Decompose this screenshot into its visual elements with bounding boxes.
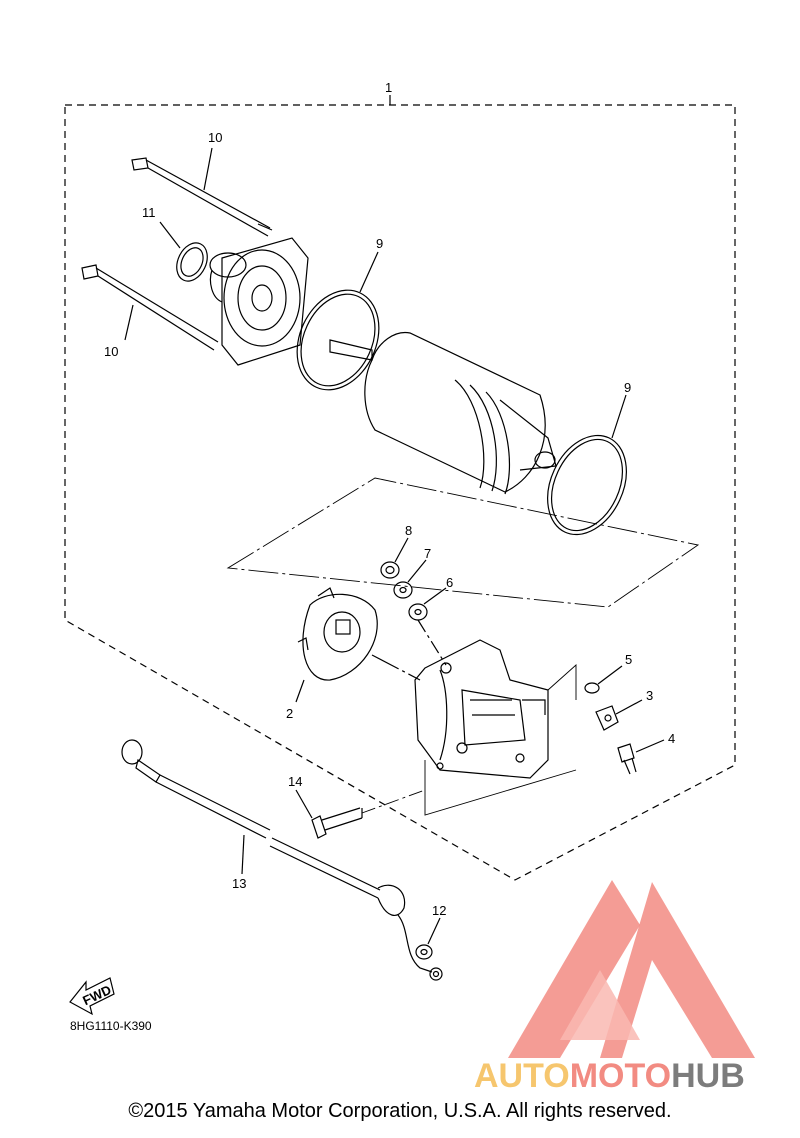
callout-5: 5 [625,652,632,667]
bolt-4 [617,743,637,775]
washer-5 [584,682,600,694]
callout-9-lower: 9 [624,380,631,395]
callout-10-lower: 10 [104,344,118,359]
callout-7: 7 [424,546,431,561]
diagram-code: 8HG1110-K390 [70,1019,152,1033]
callout-13: 13 [232,876,246,891]
callout-labels: 1 2 3 4 5 6 7 8 9 9 10 10 11 12 13 14 [104,80,675,918]
bolt-upper [131,157,273,237]
callout-1: 1 [385,80,392,95]
nut-8 [380,561,400,579]
watermark-part-auto: AUTO [474,1057,570,1095]
callout-10-upper: 10 [208,130,222,145]
brush-plate [297,587,421,681]
washer-7 [393,581,413,599]
callout-6: 6 [446,575,453,590]
watermark-logo-icon [508,880,755,1058]
callout-12: 12 [432,903,446,918]
front-cover [209,237,309,366]
callout-9-upper: 9 [376,236,383,251]
bolt-14 [311,789,426,839]
callout-4: 4 [668,731,675,746]
callout-11: 11 [142,205,156,220]
fwd-arrow-icon [69,977,115,1016]
assembly-boundary [64,104,736,881]
callout-8: 8 [405,523,412,538]
copyright-notice: ©2015 Yamaha Motor Corporation, U.S.A. A… [128,1100,672,1122]
bolt-lower [81,264,219,351]
o-ring-lower [547,434,627,536]
watermark-part-moto: MOTO [569,1057,672,1095]
exploded-frame [226,477,700,608]
watermark-part-hub: HUB [671,1057,745,1095]
nut-12 [415,944,433,960]
callout-14: 14 [288,774,302,789]
nut-plate-3 [595,705,619,731]
cable-13 [121,739,443,981]
callout-2: 2 [286,706,293,721]
callout-3: 3 [646,688,653,703]
o-ring-small [176,242,208,282]
rear-cover [414,639,549,779]
watermark-brand: AUTOMOTOHUB [474,1057,794,1096]
motor-body [329,331,557,495]
washer-6 [408,603,428,621]
